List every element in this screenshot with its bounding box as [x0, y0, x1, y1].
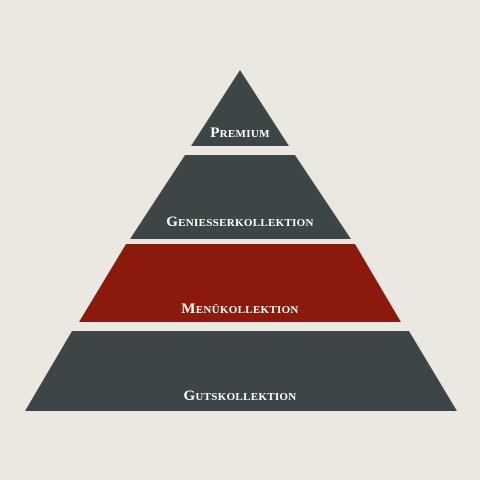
tier-gutskollektion-label: Gutskollektion [183, 388, 296, 404]
tier-geniesserkollektion-shape [130, 155, 351, 239]
tier-menuekollektion-shape [79, 244, 401, 322]
tier-menuekollektion-label: Menükollektion [181, 301, 298, 317]
tier-gutskollektion-shape [25, 331, 457, 411]
tier-premium-label: Premium [210, 125, 270, 141]
tier-geniesserkollektion-label: Geniesserkollektion [166, 214, 314, 230]
tier-premium-shape [191, 70, 289, 146]
